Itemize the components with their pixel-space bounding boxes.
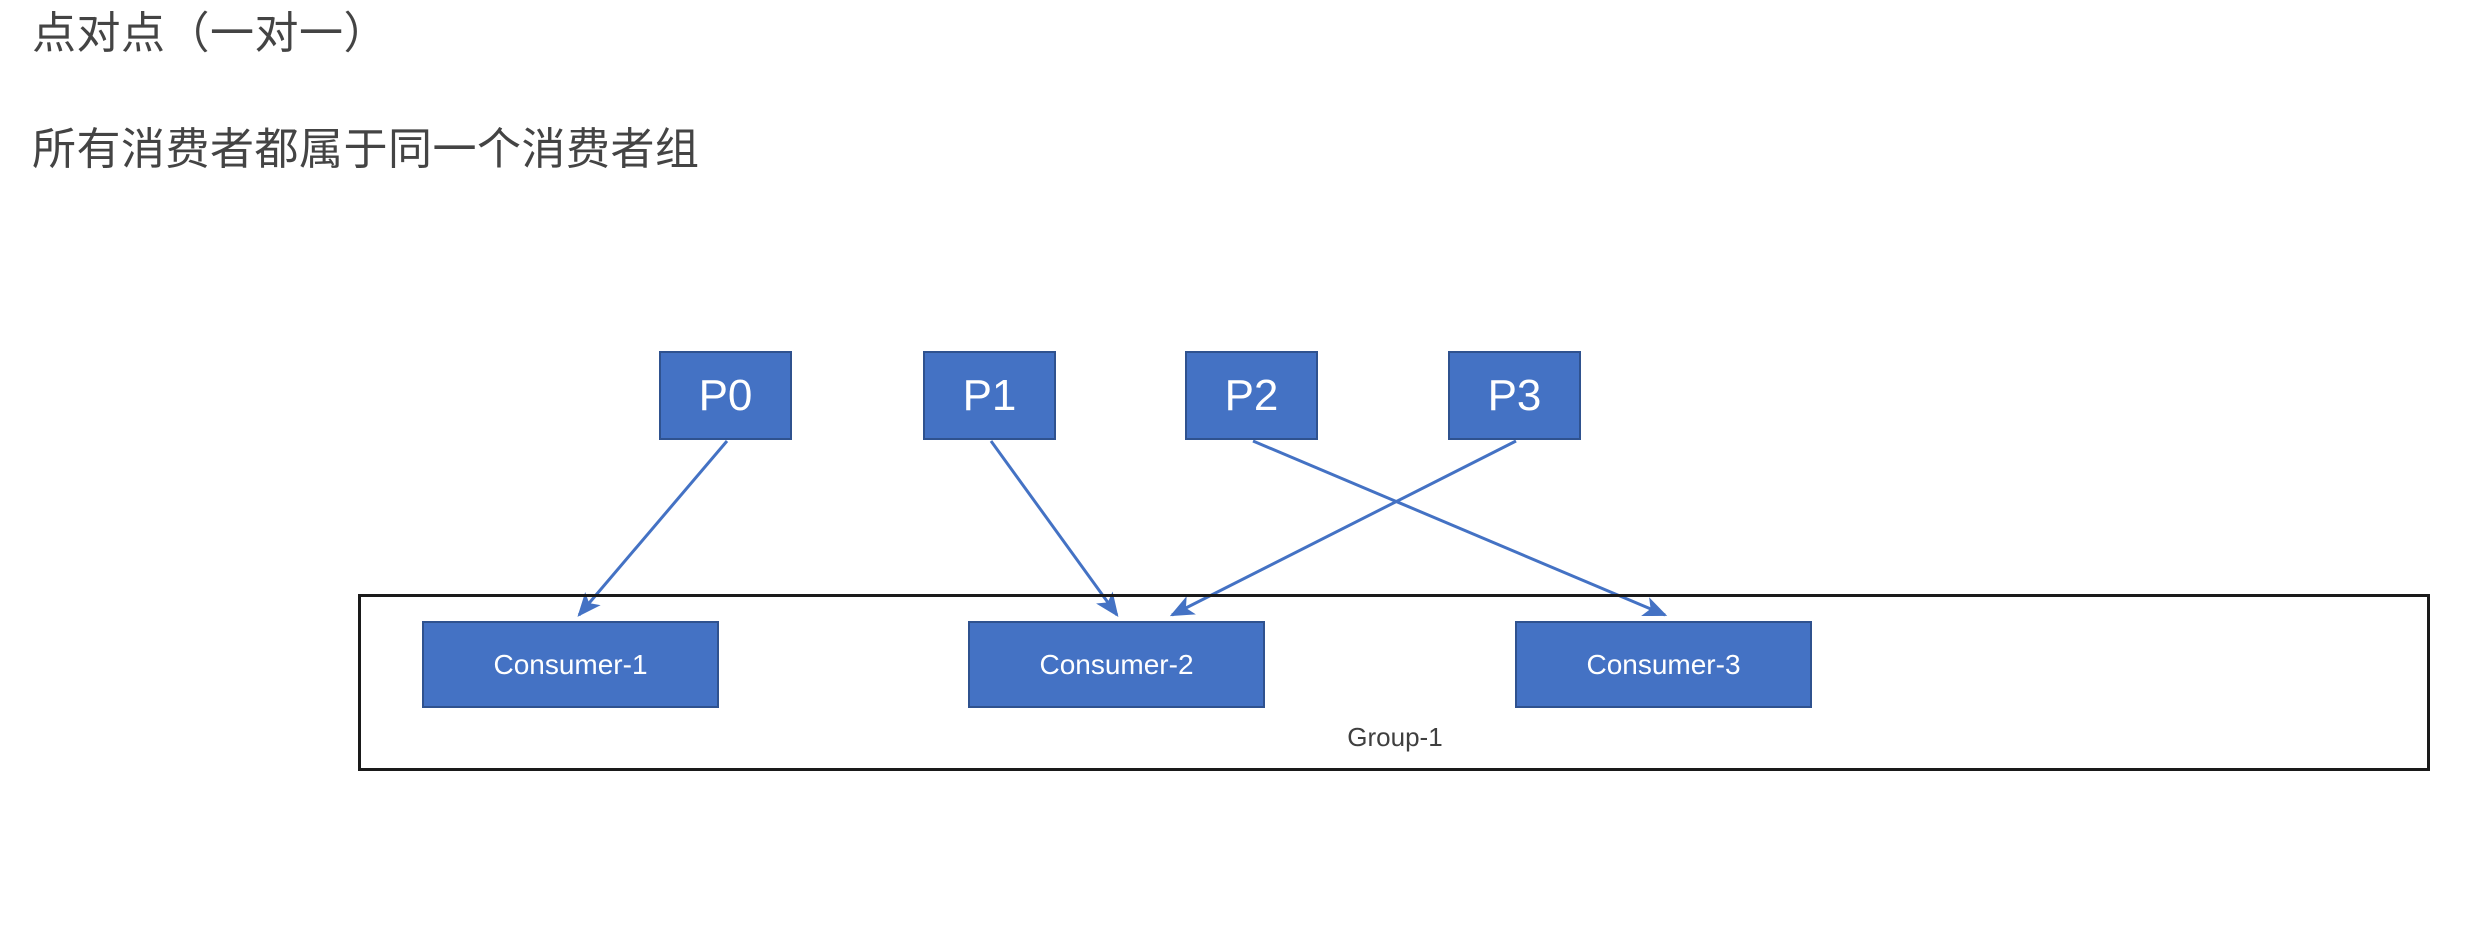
- page-subtitle: 所有消费者都属于同一个消费者组: [32, 125, 700, 174]
- partition-node-p1[interactable]: P1: [923, 351, 1056, 440]
- connector-p1-consumer-2: [989, 440, 1119, 617]
- partition-node-p3[interactable]: P3: [1448, 351, 1581, 440]
- consumer-group-label: Group-1: [1347, 722, 1443, 752]
- connector-p3-consumer-2: [1169, 439, 1517, 617]
- partition-node-p0[interactable]: P0: [659, 351, 792, 440]
- consumer-node-3[interactable]: Consumer-3: [1515, 621, 1812, 708]
- connector-p0-consumer-1: [577, 440, 729, 617]
- connector-p2-consumer-3: [1252, 439, 1668, 617]
- page-title: 点对点（一对一）: [32, 9, 388, 58]
- partition-node-p2[interactable]: P2: [1185, 351, 1318, 440]
- consumer-node-2[interactable]: Consumer-2: [968, 621, 1265, 708]
- consumer-node-1[interactable]: Consumer-1: [422, 621, 719, 708]
- consumer-group-box: [358, 594, 2430, 771]
